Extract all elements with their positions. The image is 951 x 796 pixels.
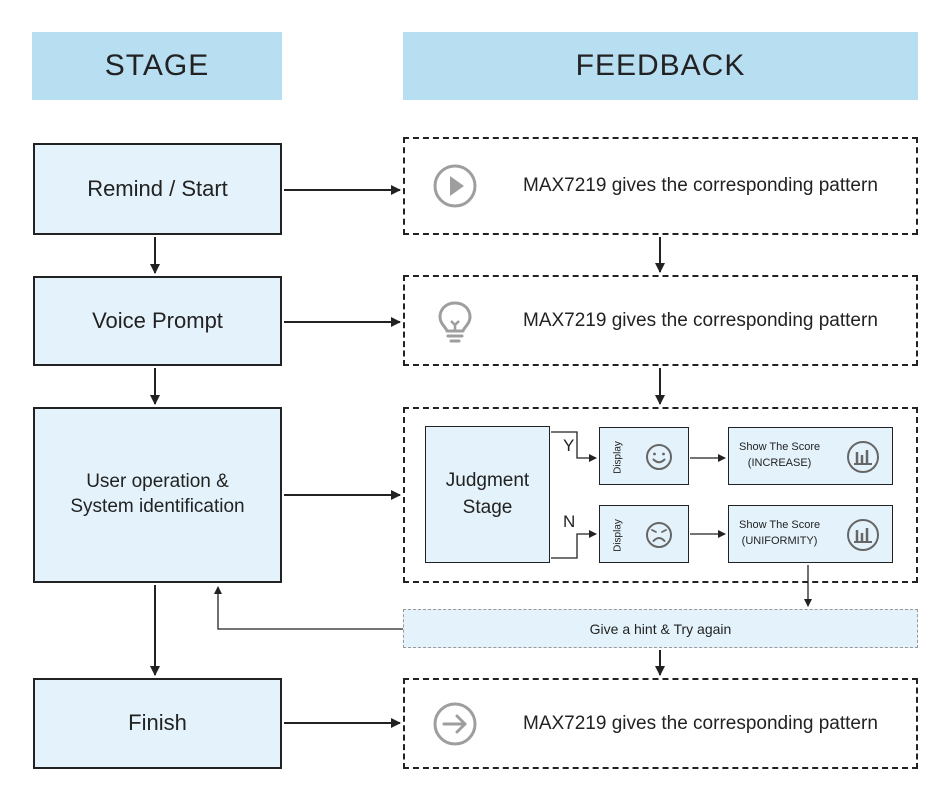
stage-user-operation-line1: User operation &	[86, 471, 229, 493]
stage-remind-start-label: Remind / Start	[87, 175, 228, 201]
stage-user-operation: User operation & System identification	[33, 407, 282, 583]
hint-try-again-box: Give a hint & Try again	[403, 609, 918, 648]
score-uniformity-text: Show The Score (UNIFORMITY)	[739, 518, 820, 550]
feedback-finish: MAX7219 gives the corresponding pattern	[403, 678, 918, 769]
score-increase-line2: (INCREASE)	[747, 457, 812, 469]
feedback-voice-text: MAX7219 gives the corresponding pattern	[523, 309, 878, 331]
bar-chart-icon	[847, 441, 879, 473]
arrow-right-icon	[433, 702, 477, 745]
smile-face-icon	[646, 444, 672, 470]
judgment-title-line1: Judgment	[445, 469, 530, 491]
display-no-box: Display	[599, 505, 689, 563]
score-increase-text: Show The Score (INCREASE)	[739, 440, 820, 472]
feedback-finish-text: MAX7219 gives the corresponding pattern	[523, 712, 878, 734]
stage-header-label: STAGE	[104, 49, 210, 82]
sad-face-icon	[646, 522, 672, 548]
score-increase-line1: Show The Score	[739, 441, 821, 454]
judgment-title-line2: Stage	[462, 496, 513, 518]
feedback-voice: MAX7219 gives the corresponding pattern	[403, 275, 918, 366]
stage-voice-prompt: Voice Prompt	[33, 276, 282, 366]
feedback-header: FEEDBACK	[403, 32, 918, 100]
stage-finish-label: Finish	[128, 710, 187, 736]
score-increase-box: Show The Score (INCREASE)	[728, 427, 893, 485]
arrow-hint-to-user	[214, 586, 403, 630]
score-uniformity-line1: Show The Score	[739, 519, 821, 532]
display-no-label: Display	[612, 519, 624, 552]
stage-header: STAGE	[32, 32, 282, 100]
no-label: N	[563, 512, 576, 531]
judgment-stage-box: Judgment Stage	[425, 426, 550, 563]
stage-remind-start: Remind / Start	[33, 143, 282, 235]
bar-chart-icon	[847, 519, 879, 551]
feedback-header-label: FEEDBACK	[575, 49, 746, 82]
display-yes-box: Display	[599, 427, 689, 485]
display-yes-label: Display	[612, 441, 624, 474]
play-icon	[433, 164, 477, 208]
yes-label: Y	[563, 436, 575, 455]
stage-voice-prompt-label: Voice Prompt	[92, 307, 223, 333]
score-uniformity-line2: (UNIFORMITY)	[741, 535, 818, 547]
stage-user-operation-line2: System identification	[70, 496, 245, 517]
stage-finish: Finish	[33, 678, 282, 769]
lightbulb-icon	[438, 301, 472, 342]
hint-try-again-label: Give a hint & Try again	[589, 620, 732, 637]
score-uniformity-box: Show The Score (UNIFORMITY)	[728, 505, 893, 563]
feedback-remind: MAX7219 gives the corresponding pattern	[403, 137, 918, 235]
feedback-remind-text: MAX7219 gives the corresponding pattern	[523, 175, 878, 196]
